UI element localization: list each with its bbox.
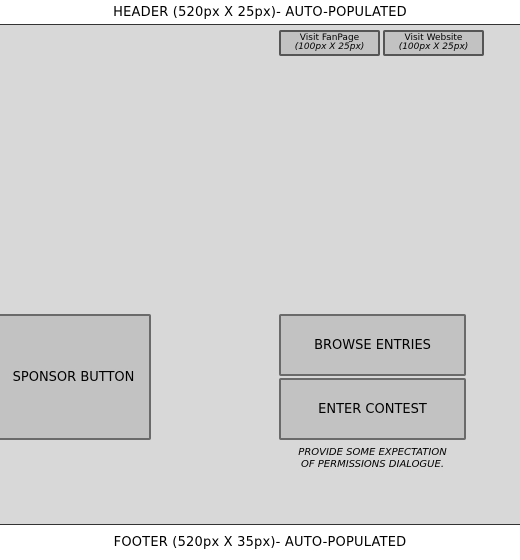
content-area: Visit FanPage (100px X 25px) Visit Websi…	[0, 25, 520, 524]
header-label: HEADER (520px X 25px)- AUTO-POPULATED	[113, 4, 407, 20]
sponsor-button-label: SPONSOR BUTTON	[12, 369, 135, 385]
footer-bar: FOOTER (520px X 35px)- AUTO-POPULATED	[0, 524, 520, 560]
footer-label: FOOTER (520px X 35px)- AUTO-POPULATED	[113, 535, 407, 550]
permissions-note-line1: PROVIDE SOME EXPECTATION	[298, 447, 447, 458]
visit-website-button[interactable]: Visit Website (100px X 25px)	[383, 30, 484, 56]
browse-entries-label: BROWSE ENTRIES	[314, 337, 431, 353]
sponsor-button[interactable]: SPONSOR BUTTON	[0, 314, 151, 440]
visit-fanpage-size-note: (100px X 25px)	[294, 42, 365, 52]
visit-website-size-note: (100px X 25px)	[398, 42, 469, 52]
visit-website-label: Visit Website	[404, 33, 463, 43]
enter-contest-label: ENTER CONTEST	[318, 401, 427, 417]
enter-contest-button[interactable]: ENTER CONTEST	[279, 378, 466, 440]
permissions-note-line2: OF PERMISSIONS DIALOGUE.	[300, 459, 445, 470]
header-bar: HEADER (520px X 25px)- AUTO-POPULATED	[0, 0, 520, 25]
browse-entries-button[interactable]: BROWSE ENTRIES	[279, 314, 466, 376]
permissions-note: PROVIDE SOME EXPECTATION OF PERMISSIONS …	[279, 447, 466, 471]
visit-fanpage-label: Visit FanPage	[299, 33, 360, 43]
visit-fanpage-button[interactable]: Visit FanPage (100px X 25px)	[279, 30, 380, 56]
